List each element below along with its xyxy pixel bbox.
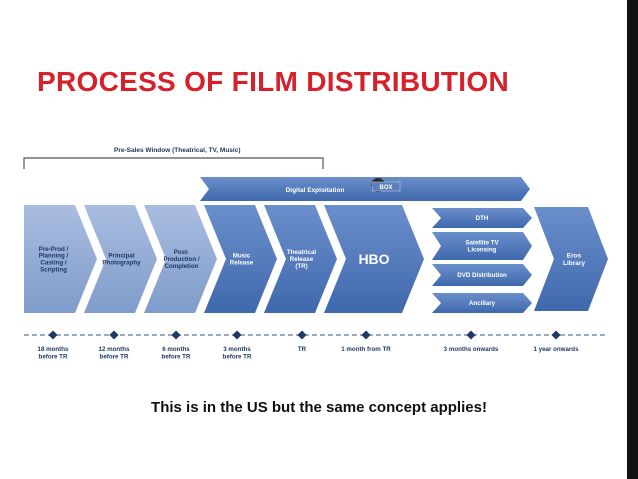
presales-bracket (23, 157, 324, 169)
slide-caption: This is in the US but the same concept a… (151, 399, 487, 416)
stage-label-line: (TR) (295, 263, 307, 270)
channel-label-line: Ancillary (469, 300, 496, 307)
timeline-marker (361, 330, 371, 340)
stage-chevron (24, 205, 97, 313)
presales-label: Pre-Sales Window (Theatrical, TV, Music) (114, 147, 240, 154)
timeline-label-line: before TR (162, 354, 191, 361)
final-label-line: Eros (567, 253, 582, 260)
stage-label-line: Music (233, 253, 251, 260)
timeline-label: 3 months onwards (444, 346, 499, 353)
final-chevron (534, 207, 608, 311)
digital-exploitation-arrow (200, 177, 530, 201)
timeline-marker (48, 330, 58, 340)
timeline-label: 1 year onwards (533, 346, 579, 353)
timeline-marker (551, 330, 561, 340)
stage-chevron (144, 205, 217, 313)
channel-arrow (432, 264, 532, 286)
stage-chevron (324, 205, 424, 313)
timeline-marker (109, 330, 119, 340)
timeline-label-line: 6 months (162, 346, 190, 353)
stage-label-line: Photography (102, 260, 141, 267)
stage-label-line: Release (230, 260, 254, 267)
timeline-label-line: 12 months (99, 346, 131, 353)
timeline-label-line: before TR (100, 354, 129, 361)
stage-label-line: Casting / (40, 260, 66, 267)
stage-label-line: Completion (164, 263, 198, 270)
timeline-label-line: 3 months (223, 346, 251, 353)
hbo-logo-line: HBO (358, 251, 389, 267)
stage-label: Post-Production /Completion (163, 249, 199, 270)
stage-label-line: Scripting (40, 267, 67, 274)
timeline-marker (232, 330, 242, 340)
timeline-label-line: 3 months onwards (444, 346, 499, 353)
channel-label-line: DVD Distribution (457, 272, 507, 279)
timeline-label: TR (298, 346, 307, 353)
timeline-label: 1 month from TR (341, 346, 391, 353)
stage-chevron (204, 205, 277, 313)
box-tv-badge (371, 181, 401, 192)
stage-label-line: Planning / (39, 253, 69, 260)
timeline-label-line: 18 months (38, 346, 70, 353)
stage-label-line: Post- (174, 249, 189, 256)
stage-label-line: Theatrical (287, 249, 317, 256)
channel-label: DTH (476, 215, 489, 222)
timeline-label-line: 1 year onwards (533, 346, 579, 353)
timeline-marker (297, 330, 307, 340)
channel-arrow (432, 232, 532, 260)
stage-label: Pre-Prod /Planning /Casting /Scripting (39, 246, 69, 274)
timeline-marker (171, 330, 181, 340)
channel-arrow (432, 293, 532, 313)
timeline-label-line: TR (298, 346, 307, 353)
digital-exploitation-band: Digital Exploitation BOX (200, 177, 530, 201)
channel-label: Ancillary (469, 300, 496, 307)
timeline-label-line: 1 month from TR (341, 346, 391, 353)
stage-chevrons: Pre-Prod /Planning /Casting /ScriptingPr… (24, 205, 424, 313)
channel-arrow (432, 208, 532, 228)
stage-label-line: Production / (163, 256, 199, 263)
channel-label: DVD Distribution (457, 272, 507, 279)
timeline-label-line: before TR (223, 354, 252, 361)
timeline-marker (466, 330, 476, 340)
stage-label-line: Pre-Prod / (39, 246, 69, 253)
presales-window: Pre-Sales Window (Theatrical, TV, Music) (23, 147, 324, 169)
slide-title: PROCESS OF FILM DISTRIBUTION (37, 66, 509, 97)
final-label-line: Library (563, 260, 585, 267)
stage-label-line: Principal (108, 253, 134, 260)
digital-label: Digital Exploitation (286, 187, 345, 194)
stage-label-line: Release (290, 256, 314, 263)
channel-label-line: Satellite TV (465, 240, 499, 247)
channel-label-line: Licensing (468, 247, 497, 254)
channel-label-line: DTH (476, 215, 489, 222)
stage-chevron (84, 205, 157, 313)
slide-edge-bar (627, 0, 638, 479)
timeline-label-line: before TR (39, 354, 68, 361)
hbo-logo: HBO (358, 251, 389, 267)
stage-chevron (264, 205, 337, 313)
box-tv-badge-label: BOX (379, 185, 392, 191)
